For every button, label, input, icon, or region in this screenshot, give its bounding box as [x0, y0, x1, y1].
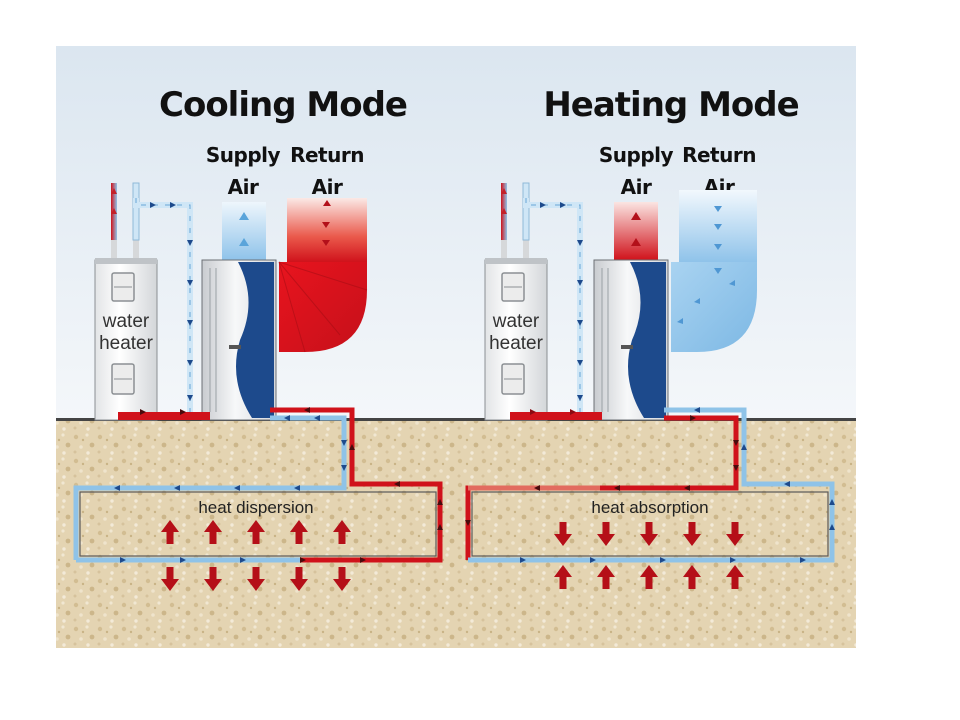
heating-supply-duct — [614, 202, 658, 260]
cooling-return-air-label-line1: Return — [290, 143, 364, 167]
cooling-water-heater-label-line1: water — [102, 311, 150, 332]
ground-background — [56, 420, 856, 648]
cooling-return-duct — [287, 198, 367, 262]
cooling-heat-pump-unit — [201, 259, 277, 421]
heating-mode-title: Heating Mode — [543, 85, 798, 125]
cooling-return-air-label-line2: Air — [312, 175, 343, 199]
cooling-supply-air-label-line2: Air — [228, 175, 259, 199]
cooling-mode-title: Cooling Mode — [159, 85, 407, 125]
heating-water-heater-label-line2: heater — [489, 333, 544, 354]
heating-water-heater: water heater — [484, 182, 548, 421]
cooling-supply-air-label-line1: Supply — [206, 143, 281, 167]
heating-return-flow-arrows — [677, 206, 735, 324]
cooling-loop-label: heat dispersion — [198, 498, 313, 517]
heating-supply-air-label-line1: Supply — [599, 143, 674, 167]
cooling-supply-duct — [222, 202, 266, 260]
cooling-water-heater-label-line2: heater — [99, 333, 154, 354]
heating-heat-pump-unit — [593, 259, 669, 421]
heating-supply-flow-arrows — [631, 212, 641, 246]
heating-ground-loop: heat absorption — [465, 407, 835, 563]
cooling-water-heater: water heater — [94, 182, 158, 421]
heating-loop-label: heat absorption — [591, 498, 708, 517]
heating-return-air-label-line1: Return — [682, 143, 756, 167]
heating-supply-air-label-line2: Air — [621, 175, 652, 199]
cooling-return-elbow — [279, 262, 367, 352]
cooling-mode-panel: Cooling Mode Supply Air Return Air — [73, 85, 443, 591]
heating-return-elbow — [671, 262, 757, 352]
cooling-ground-loop: heat dispersion — [73, 407, 443, 563]
ground-line — [56, 418, 856, 421]
cooling-return-flow-arrows — [322, 200, 331, 246]
cooling-supply-flow-arrows — [239, 212, 249, 246]
heating-mode-panel: Heating Mode Supply Air Return Air — [465, 85, 835, 589]
heating-water-heater-label-line1: water — [492, 311, 540, 332]
